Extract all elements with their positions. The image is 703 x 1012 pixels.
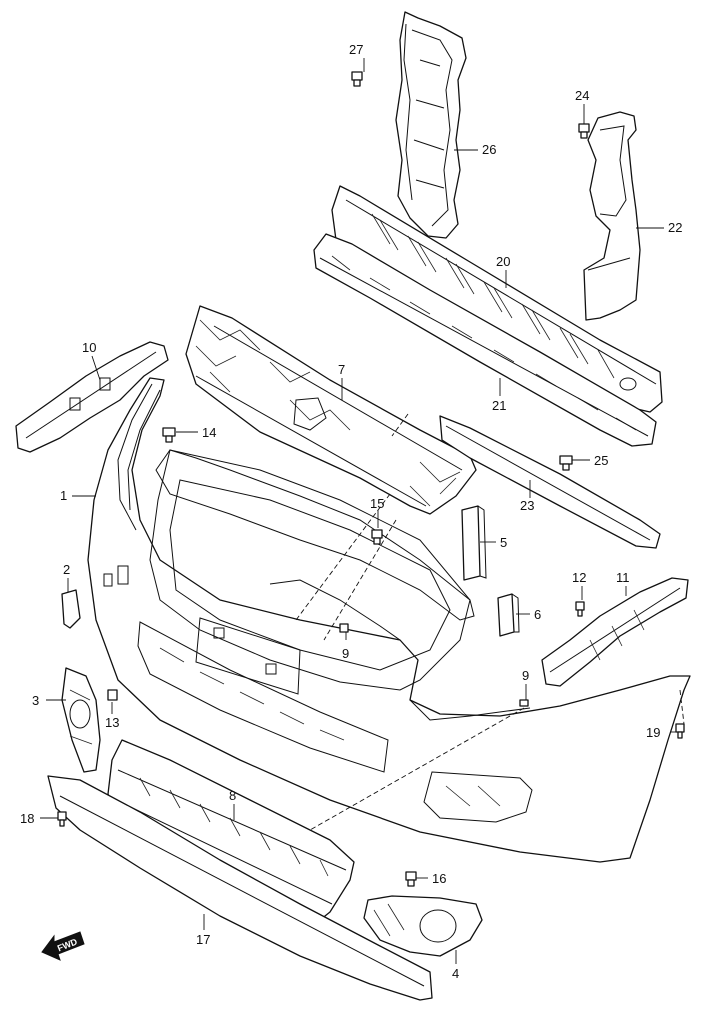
callout-labels: 27 26 24 22 20 10 7 21 14 25 1 23 15 5 2… [20,42,682,981]
callout-22: 22 [668,220,682,235]
callout-11: 11 [616,570,630,585]
part-4-fog-bezel [363,895,483,957]
part-11-right-bracket [541,577,689,687]
part-26-air-guide [395,11,467,239]
callout-8: 8 [229,788,236,803]
part-23-reinforcement-strip [439,415,661,549]
fastener-15 [371,529,383,545]
callout-27: 27 [349,42,363,57]
callout-6: 6 [534,607,541,622]
callout-26: 26 [482,142,496,157]
part-5-spacer [461,505,487,581]
callout-5: 5 [500,535,507,550]
callout-9a: 9 [342,646,349,661]
part-17-lower-lip [47,775,433,1001]
fastener-24 [578,123,590,139]
callout-9b: 9 [522,668,529,683]
callout-13: 13 [105,715,119,730]
inner-support-structure [155,449,475,641]
callout-14: 14 [202,425,216,440]
callout-2: 2 [63,562,70,577]
callout-3: 3 [32,693,39,708]
callout-1: 1 [60,488,67,503]
callout-15: 15 [370,496,384,511]
part-22-side-guide [583,111,641,321]
callout-10: 10 [82,340,96,355]
part-2-cap [61,589,81,629]
part-7-upper-grille [185,305,477,515]
callout-4: 4 [452,966,459,981]
fwd-direction-arrow-icon: FWD [41,931,85,961]
part-21-lower-absorber [313,233,657,447]
fastener-12 [575,601,585,617]
part-3-fog-bracket [61,667,101,773]
fastener-16 [405,871,417,887]
part-10-left-bracket [15,341,169,453]
part-6-spacer [497,593,520,637]
callout-16: 16 [432,871,446,886]
callout-24: 24 [575,88,589,103]
fastener-27 [351,71,363,87]
callout-17: 17 [196,932,210,947]
fastener-18 [57,811,67,827]
fastener-14 [162,427,176,443]
fastener-25 [559,455,573,471]
part-20-absorber [331,185,663,413]
fastener-19 [675,723,685,739]
callout-7: 7 [338,362,345,377]
callout-20: 20 [496,254,510,269]
fastener-9b [519,699,529,707]
callout-12: 12 [572,570,586,585]
callout-18: 18 [20,811,34,826]
fastener-9a [339,623,349,633]
fasteners [57,71,685,887]
callout-19: 19 [646,725,660,740]
callout-25: 25 [594,453,608,468]
callout-21: 21 [492,398,506,413]
part-13-clip [107,689,118,701]
callout-23: 23 [520,498,534,513]
leader-lines [40,58,678,964]
part-1-bumper-cover [87,377,691,863]
assembly-lines [295,413,685,831]
